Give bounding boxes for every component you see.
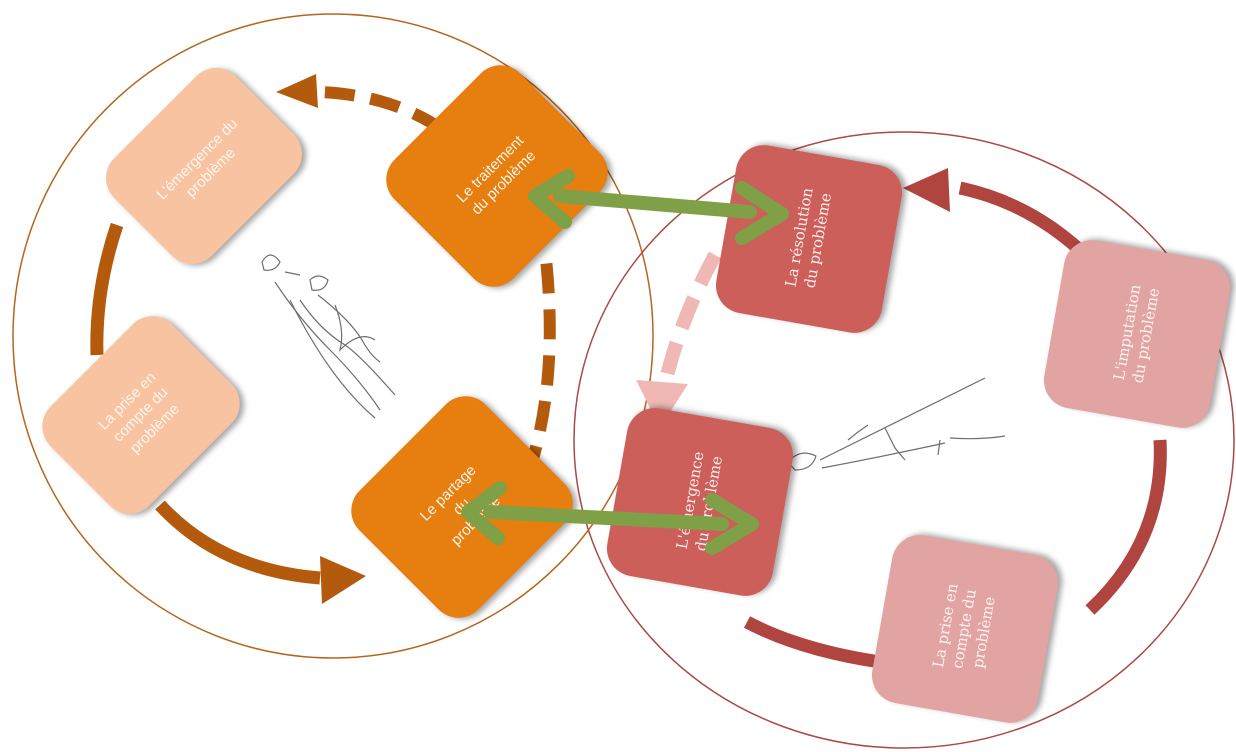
left-solid-arrow-upper [90,222,124,356]
left-solid-arrow-head [320,556,366,604]
sketch-two-figures [261,254,396,419]
right-arrow-top-head [903,168,950,212]
left-cycle-circle [12,13,654,659]
left-dashed-arrow-top [319,86,444,134]
right-pale-dashed-arrow-head [636,380,688,428]
left-solid-arrow-lower [155,500,321,585]
right-arrow-right [1085,439,1167,615]
right-pale-dashed-arrow [659,251,722,382]
green-double-arrow-top [528,169,789,245]
right-arrow-bottom [743,616,881,669]
left-dashed-arrow-right [522,249,556,477]
sketch-lying-figure [787,377,1006,471]
green-double-arrow-bottom [461,481,759,555]
right-cycle-circle [573,131,1235,749]
left-dashed-arrow-head [276,74,318,108]
